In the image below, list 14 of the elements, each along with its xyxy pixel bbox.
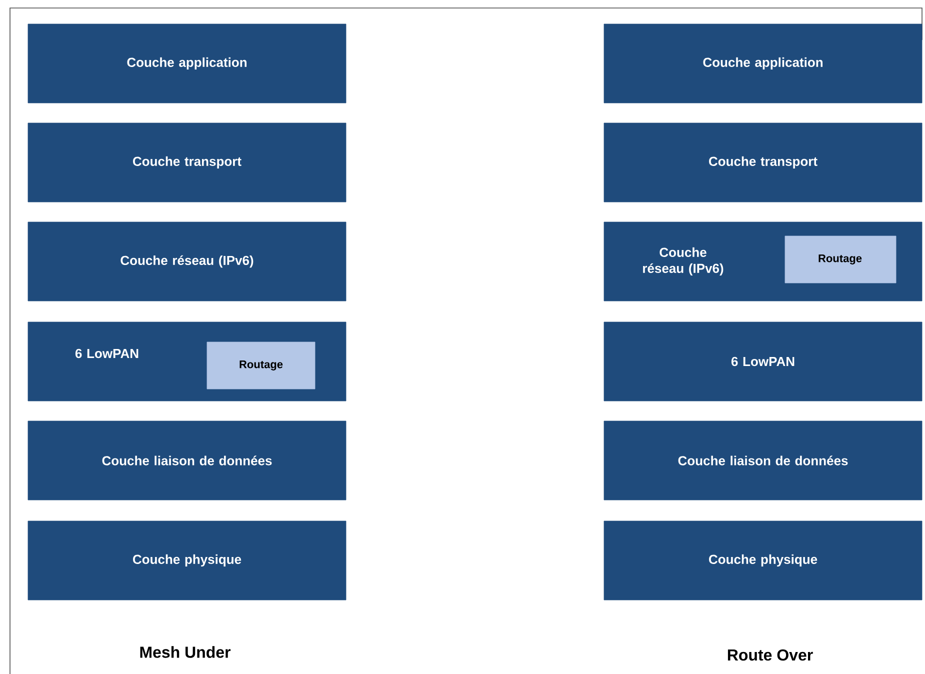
caption-label: Mesh Under: [140, 646, 231, 658]
layer-box: Couche application: [28, 24, 346, 104]
layer-box: 6 LowPAN: [604, 322, 922, 402]
layer-box: Couche réseau (IPv6): [28, 222, 346, 302]
layer-box: Couche transport: [604, 122, 922, 202]
layer-box: Couche transport: [28, 122, 346, 202]
layer-box: Couche application: [604, 24, 922, 104]
layer-box: Couche physique: [604, 520, 922, 600]
layer-box: Couche physique: [28, 520, 346, 600]
layer-box: Couche liaison de données: [604, 420, 922, 500]
routing-box: Routage: [784, 236, 896, 284]
caption-label: Route Over: [728, 649, 813, 661]
layer-box: Couche liaison de données: [28, 420, 346, 500]
routing-box: Routage: [206, 342, 316, 390]
